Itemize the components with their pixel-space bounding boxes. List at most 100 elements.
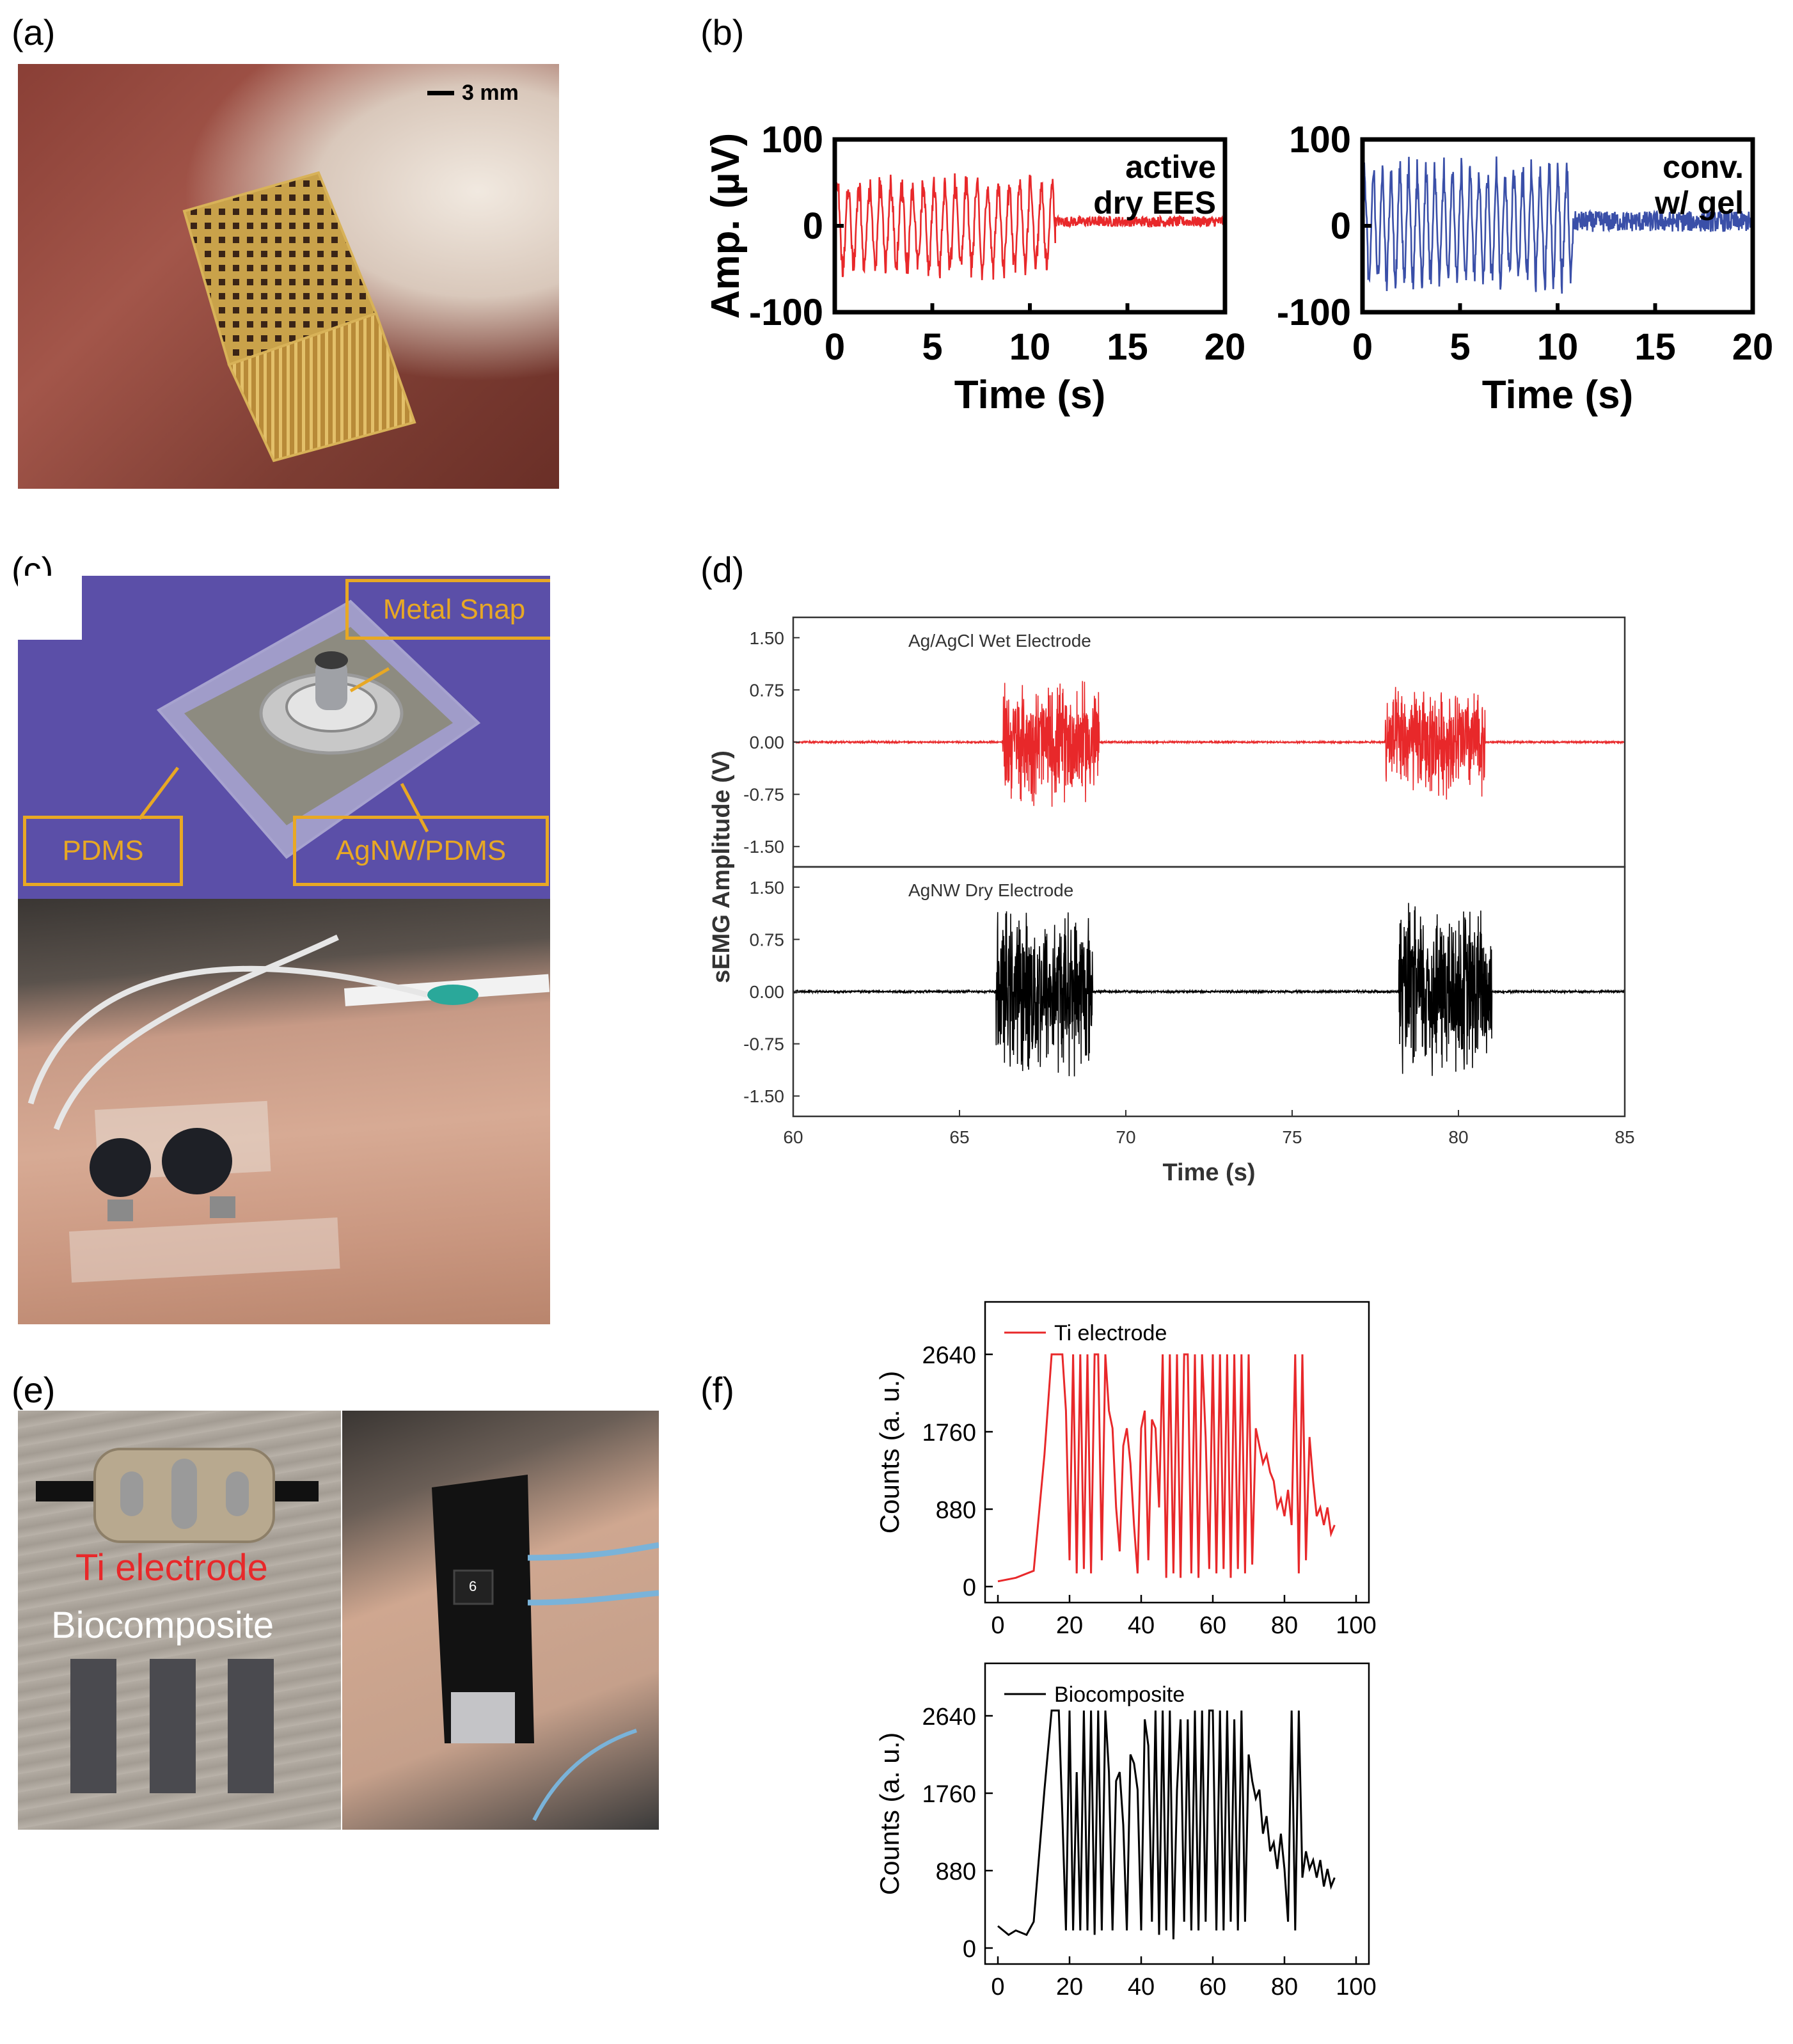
y-tick-label: -1.50 bbox=[743, 1086, 784, 1106]
band-number-label: 6 bbox=[469, 1578, 477, 1594]
y-tick-label: 1760 bbox=[922, 1781, 976, 1808]
y-tick-label: 100 bbox=[761, 119, 823, 161]
x-tick-label: 40 bbox=[1128, 1974, 1155, 2000]
x-tick-label: 10 bbox=[1537, 326, 1579, 368]
photo-e-ti-and-biocomposite: Ti electrode Biocomposite bbox=[18, 1411, 341, 1830]
subplot-title: AgNW Dry Electrode bbox=[908, 880, 1073, 900]
y-axis-label: Counts (a. u.) bbox=[874, 1732, 904, 1895]
y-tick-label: 2640 bbox=[922, 1342, 976, 1369]
arm-band-icon bbox=[432, 1475, 659, 1821]
panel-letter-e: (e) bbox=[12, 1370, 56, 1410]
series-label: conv. bbox=[1663, 149, 1744, 185]
y-tick-label: 0.00 bbox=[750, 982, 785, 1002]
x-tick-label: 65 bbox=[949, 1127, 969, 1147]
y-tick-label: 2640 bbox=[922, 1704, 976, 1731]
y-axis-label: Counts (a. u.) bbox=[874, 1371, 904, 1533]
series-line-d-1 bbox=[793, 903, 1625, 1077]
y-tick-label: 0 bbox=[963, 1574, 976, 1601]
x-tick-label: 0 bbox=[991, 1612, 1004, 1639]
y-tick-label: 0 bbox=[803, 205, 823, 247]
panel-letter-d: (d) bbox=[700, 550, 745, 590]
y-tick-label: 1.50 bbox=[750, 878, 785, 898]
x-tick-label: 80 bbox=[1271, 1612, 1298, 1639]
x-tick-label: 70 bbox=[1116, 1127, 1135, 1147]
y-tick-label: 0.75 bbox=[750, 680, 785, 700]
series-line-d-0 bbox=[793, 681, 1625, 807]
panel-letter-b: (b) bbox=[700, 12, 745, 52]
series-label: dry EES bbox=[1093, 185, 1216, 221]
y-tick-label: -100 bbox=[1277, 292, 1351, 333]
legend-label: Ti electrode bbox=[1054, 1321, 1167, 1345]
x-axis-label: Time (s) bbox=[1482, 373, 1634, 417]
y-tick-label: 100 bbox=[1289, 119, 1351, 161]
x-tick-label: 80 bbox=[1448, 1127, 1468, 1147]
forearm-electrodes-icon bbox=[28, 934, 550, 1283]
y-tick-label: 0 bbox=[963, 1936, 976, 1963]
y-tick-label: -0.75 bbox=[743, 1034, 784, 1054]
scalebar-label: 3 mm bbox=[462, 81, 519, 105]
x-tick-label: 60 bbox=[1199, 1974, 1226, 2000]
x-tick-label: 100 bbox=[1336, 1612, 1376, 1639]
x-tick-label: 20 bbox=[1732, 326, 1774, 368]
x-tick-label: 60 bbox=[1199, 1612, 1226, 1639]
x-tick-label: 15 bbox=[1634, 326, 1676, 368]
x-tick-label: 100 bbox=[1336, 1974, 1376, 2000]
plot-frame bbox=[984, 1301, 1370, 1604]
y-axis-label: Amp. (µV) bbox=[704, 133, 748, 319]
x-tick-label: 85 bbox=[1615, 1127, 1634, 1147]
series-label: w/ gel bbox=[1654, 185, 1744, 221]
series-line-f-0 bbox=[997, 1353, 1336, 1583]
label-ti-electrode: Ti electrode bbox=[75, 1547, 268, 1588]
y-tick-label: 0.00 bbox=[750, 733, 785, 752]
scalebar: 3 mm bbox=[427, 81, 519, 106]
label-biocomposite: Biocomposite bbox=[51, 1604, 274, 1646]
x-tick-label: 0 bbox=[825, 326, 845, 368]
photo-c-electrode-product: Metal Snap PDMS AgNW/PDMS bbox=[18, 576, 550, 899]
y-tick-label: -0.75 bbox=[743, 785, 784, 805]
y-tick-label: 1760 bbox=[922, 1420, 976, 1446]
photo-e-arm-band: 6 bbox=[342, 1411, 659, 1830]
y-tick-label: 880 bbox=[936, 1858, 976, 1885]
ti-device-icon bbox=[36, 1448, 319, 1793]
series-line-b-right bbox=[1361, 156, 1754, 294]
series-line-b-left bbox=[833, 173, 1226, 280]
y-tick-label: 1.50 bbox=[750, 628, 785, 648]
x-axis-label: Time (s) bbox=[1162, 1159, 1255, 1186]
x-tick-label: 40 bbox=[1128, 1612, 1155, 1639]
x-axis-label: Time (s) bbox=[954, 373, 1106, 417]
legend-label: Biocomposite bbox=[1054, 1683, 1185, 1707]
y-tick-label: 880 bbox=[936, 1497, 976, 1524]
y-axis-label: sEMG Amplitude (V) bbox=[708, 750, 735, 983]
photo-c-forearm bbox=[18, 899, 550, 1324]
panel-letter-f: (f) bbox=[700, 1370, 734, 1410]
y-tick-label: 0 bbox=[1331, 205, 1351, 247]
photo-a-skin-electrode: 3 mm bbox=[18, 64, 559, 489]
x-tick-label: 5 bbox=[1449, 326, 1470, 368]
x-tick-label: 80 bbox=[1271, 1974, 1298, 2000]
x-tick-label: 5 bbox=[922, 326, 942, 368]
x-tick-label: 10 bbox=[1009, 326, 1051, 368]
y-tick-label: -1.50 bbox=[743, 837, 784, 857]
x-tick-label: 20 bbox=[1205, 326, 1246, 368]
scalebar-line bbox=[427, 91, 454, 95]
callout-metal-snap: Metal Snap bbox=[345, 579, 550, 640]
photo-c-notch bbox=[18, 576, 82, 640]
panel-letter-a: (a) bbox=[12, 12, 56, 52]
electrode-patch-icon bbox=[138, 599, 481, 859]
plot-frame bbox=[984, 1662, 1370, 1965]
x-tick-label: 0 bbox=[1352, 326, 1373, 368]
x-tick-label: 60 bbox=[783, 1127, 803, 1147]
callout-pdms: PDMS bbox=[23, 816, 183, 886]
chart-f-biocomposite: 0 880 1760 2640 0 20 40 60 80 100 Counts (a. u.) Bi… bbox=[874, 1662, 1377, 2000]
series-label: active bbox=[1125, 149, 1216, 185]
x-tick-label: 0 bbox=[991, 1974, 1004, 2000]
electrode-mesh-icon bbox=[182, 171, 416, 463]
x-tick-label: 15 bbox=[1107, 326, 1148, 368]
x-tick-label: 20 bbox=[1056, 1974, 1083, 2000]
y-tick-label: -100 bbox=[749, 292, 823, 333]
callout-agnw-pdms: AgNW/PDMS bbox=[293, 816, 549, 886]
y-tick-label: 0.75 bbox=[750, 930, 785, 949]
